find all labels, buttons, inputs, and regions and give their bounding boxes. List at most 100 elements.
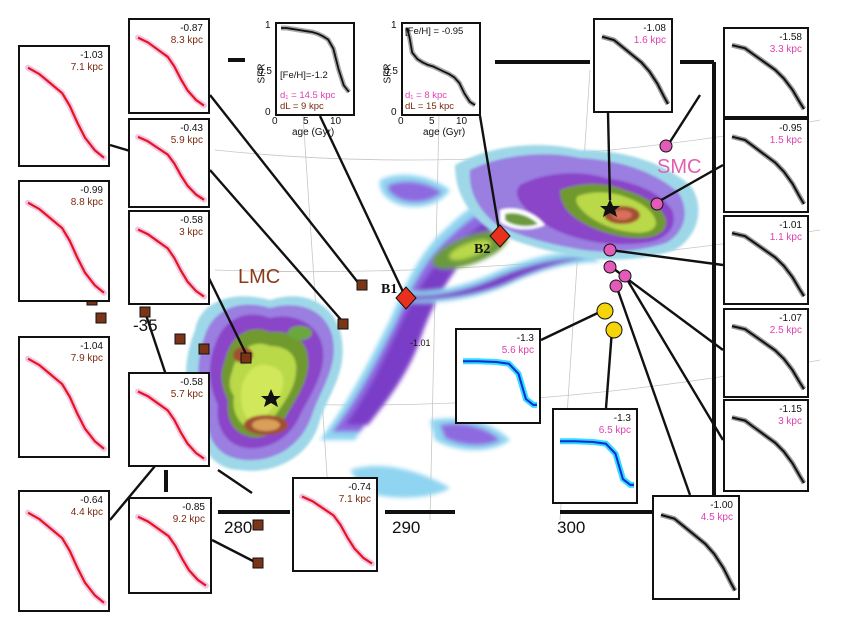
panel-distance: 1.5 kpc (769, 135, 802, 146)
smc-field-marker (659, 139, 673, 153)
lmc-label: LMC (238, 266, 281, 288)
lmc-field-marker (174, 333, 186, 345)
inset-right-xtick-5: 5 (429, 116, 435, 127)
inset-left-ytick-0: 0 (265, 107, 271, 118)
inset-right-xtick-0: 0 (398, 116, 404, 127)
bridge-diamond-marker (395, 286, 417, 310)
inset-right-xlabel: age (Gyr) (423, 127, 466, 138)
panel-feh: -0.64 (80, 495, 103, 506)
inset-right-ytick-05: 0.5 (384, 66, 398, 77)
lmc-field-marker (356, 279, 368, 291)
panel-feh: -0.95 (779, 123, 802, 134)
connector-line (209, 169, 344, 323)
sfh-curve (27, 357, 105, 450)
sfh-curve (137, 390, 205, 460)
connector-line (666, 94, 702, 146)
panel-feh: -0.74 (348, 482, 371, 493)
connector-line (211, 538, 256, 564)
sfh-curve (731, 232, 805, 297)
inset-left-xtick-0: 0 (272, 116, 278, 127)
inset-right-dl: dL = 15 kpc (405, 101, 455, 112)
lmc-field-marker (240, 352, 252, 364)
panel-feh: -1.08 (643, 23, 666, 34)
smc-label: SMC (657, 156, 702, 178)
panel-distance: 5.7 kpc (170, 389, 203, 400)
panel-distance: 5.9 kpc (170, 135, 203, 146)
panel-feh: -1.3 (516, 333, 534, 344)
panel-distance: 4.4 kpc (70, 507, 103, 518)
panel-distance: 7.1 kpc (70, 62, 103, 73)
sfh-curve (463, 360, 537, 406)
panel-feh: -1.03 (80, 50, 103, 61)
panel-distance: 3.3 kpc (769, 44, 802, 55)
x-tick-290: 290 (392, 518, 421, 537)
y-tick-minus-35: -35 (133, 316, 158, 335)
panel-distance: 6.5 kpc (598, 425, 631, 436)
panel-feh: -0.99 (80, 185, 103, 196)
x-tick-300: 300 (557, 518, 586, 537)
lmc-field-marker (337, 318, 349, 330)
panel-feh: -1.15 (779, 404, 802, 415)
inset-left-xlabel: age (Gyr) (292, 127, 335, 138)
panel-feh: -1.3 (613, 413, 631, 424)
sfh-curve (731, 416, 805, 484)
panel-distance: 1.1 kpc (769, 232, 802, 243)
smc-field-marker (618, 269, 632, 283)
sfh-curve (27, 66, 105, 159)
connector-line (540, 308, 605, 342)
sfh-curve (731, 325, 805, 390)
inset-left-dl: dL = 9 kpc (280, 101, 324, 112)
bridge-diamond-marker (489, 224, 511, 248)
panel-distance: 3 kpc (179, 227, 203, 238)
inset-left-ytick-05: 0.5 (258, 66, 272, 77)
inset-right-d1: d₁ = 8 kpc (405, 90, 448, 101)
sfh-curve (560, 440, 634, 486)
panel-feh: -1.04 (80, 341, 103, 352)
inset-left-ytick-1: 1 (265, 20, 271, 31)
connector-line (478, 115, 502, 237)
inset-sfr-right (401, 22, 481, 116)
inset-right-ytick-1: 1 (391, 20, 397, 31)
panel-distance: 3 kpc (778, 416, 802, 427)
connector-line (606, 112, 612, 201)
sfh-curve (27, 201, 105, 294)
connector-line (209, 94, 361, 286)
panel-distance: 2.5 kpc (769, 325, 802, 336)
panel-feh: -1.07 (779, 313, 802, 324)
panel-distance: 4.5 kpc (700, 512, 733, 523)
sfh-curve (731, 44, 805, 110)
inset-left-d1: d₁ = 14.5 kpc (280, 90, 336, 101)
smc-field-marker (603, 243, 617, 257)
lmc-field-marker (252, 557, 264, 569)
panel-distance: 5.6 kpc (501, 345, 534, 356)
inset-left-xtick-10: 10 (330, 116, 342, 127)
sfh-curve (27, 511, 105, 604)
x-tick-280: 280 (224, 518, 253, 537)
sfh-curve (137, 228, 205, 298)
connector-line (143, 311, 168, 376)
panel-distance: 7.1 kpc (338, 494, 371, 505)
bridge-field-marker (605, 321, 623, 339)
inset-right-xtick-10: 10 (456, 116, 468, 127)
inset-sfr-left (275, 22, 355, 116)
sfh-curve (137, 515, 207, 587)
bridge-field-marker (596, 302, 614, 320)
connector-line (623, 275, 725, 441)
connector-line (614, 284, 692, 496)
panel-feh: -0.58 (180, 377, 203, 388)
panel-distance: 8.3 kpc (170, 35, 203, 46)
